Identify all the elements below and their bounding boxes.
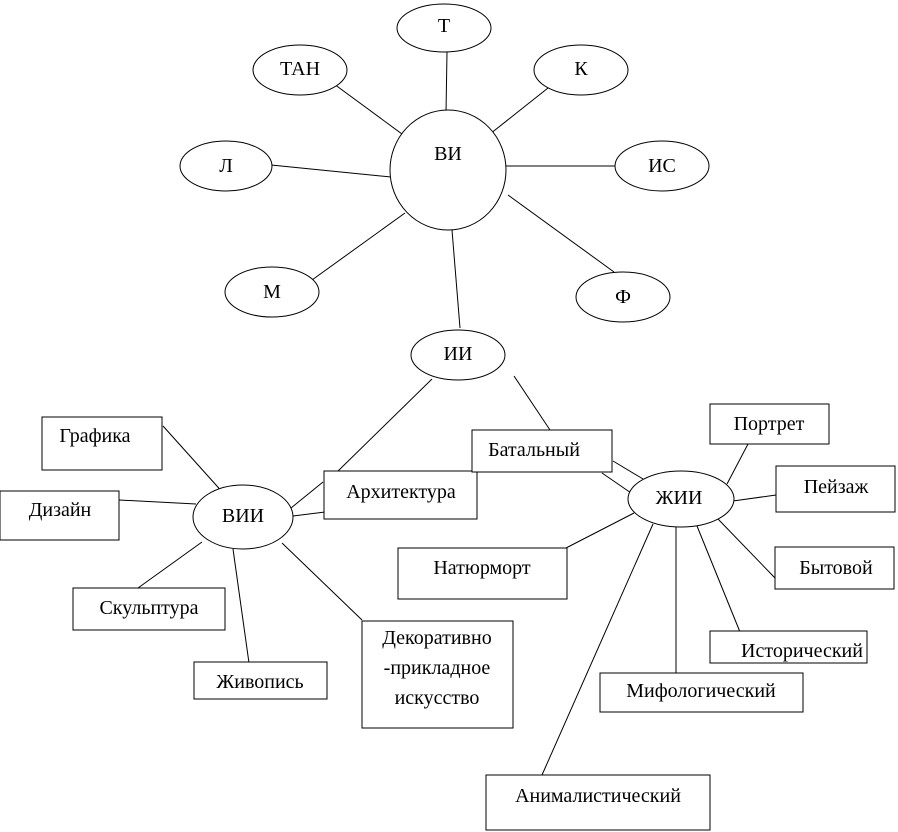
node-ii-label: ИИ [444, 343, 473, 365]
box-peizazh-label: Пейзаж [804, 476, 869, 498]
node-tan [252, 44, 348, 96]
box-dekor [361, 620, 514, 729]
node-vii-label: ВИИ [222, 505, 264, 527]
edge-ii-arkh [336, 378, 433, 473]
box-batalny-label: Батальный [488, 439, 580, 461]
edge-vii-arkh-1 [290, 481, 324, 509]
box-mifologicheskiy [599, 672, 804, 713]
node-k-label: К [574, 58, 588, 80]
node-tan-label: ТАН [280, 58, 320, 80]
box-grafika [41, 416, 163, 471]
box-natyurmort-label: Натюрморт [433, 557, 531, 579]
box-dekor-label-line1: Декоративно [382, 627, 491, 649]
edge-zhii-animalisticheskiy [541, 523, 654, 776]
edge-vi-t [445, 51, 448, 114]
edge-zhii-peizazh [732, 494, 777, 502]
edge-vii-dekor [281, 542, 363, 621]
edge-zhii-bytovoi [717, 518, 776, 579]
edge-vi-l [270, 164, 392, 178]
node-l [179, 140, 273, 192]
node-f-label: Ф [615, 286, 631, 308]
box-portret [709, 403, 830, 445]
node-is-label: ИС [648, 155, 676, 177]
edge-zhii-natyurmort [565, 512, 635, 549]
node-l-label: Л [219, 155, 233, 177]
edge-zhii-batal-2 [601, 472, 635, 496]
box-batalny [471, 429, 613, 473]
node-vii [192, 484, 294, 550]
box-istoricheskiy [709, 630, 868, 664]
box-animalisticheskiy-label: Анималистический [515, 785, 681, 807]
node-t-label: Т [438, 15, 450, 37]
box-peizazh [775, 465, 896, 513]
box-nodes: Графика Дизайн Скульптура Живопись Архит… [0, 403, 896, 831]
edge-vi-ii [451, 229, 461, 329]
node-f [575, 271, 671, 323]
edge-vi-f [507, 194, 615, 273]
node-m [224, 266, 320, 318]
edge-vi-m [311, 212, 406, 281]
box-dizain [0, 490, 120, 541]
box-bytovoi [774, 546, 895, 590]
box-skulptura [72, 587, 226, 631]
box-arkhitektura-label: Архитектура [346, 481, 456, 503]
node-k [533, 44, 629, 96]
box-bytovoi-label: Бытовой [799, 557, 873, 579]
edge-vi-k [489, 87, 549, 135]
box-arkhitektura [323, 470, 478, 520]
node-zhii-label: ЖИИ [656, 487, 703, 509]
edge-vii-zhivopis [232, 548, 250, 664]
box-portret-label: Портрет [734, 413, 805, 435]
box-istoricheskiy-label: Исторический [741, 640, 863, 662]
edge-ii-batal [513, 375, 551, 431]
box-dekor-label-line3: искусство [395, 687, 480, 709]
edge-zhii-portret [726, 443, 749, 485]
edge-vi-tan [333, 83, 403, 135]
box-mifologicheskiy-label: Мифологический [626, 680, 776, 702]
box-grafika-label: Графика [59, 425, 130, 447]
edge-zhii-batal-1 [612, 460, 644, 480]
node-ii [410, 329, 506, 381]
node-t [396, 3, 492, 53]
box-dekor-label-line2: -прикладное [384, 657, 491, 679]
edge-vii-skulptura [137, 541, 203, 589]
node-m-label: М [263, 281, 281, 303]
edges [118, 51, 777, 776]
node-vi-label: ВИ [434, 143, 462, 165]
edge-vii-dizain [118, 499, 197, 505]
edge-vii-grafika [162, 425, 226, 496]
box-skulptura-label: Скульптура [99, 597, 198, 619]
node-zhii [627, 470, 735, 528]
edge-zhii-istoricheskiy [696, 525, 741, 633]
ellipse-nodes: ВИ Т ТАН К Л ИС М Ф ИИ ВИИ ЖИИ [179, 3, 735, 550]
box-animalisticheskiy [485, 774, 711, 831]
edge-vii-arkh-2 [292, 511, 326, 517]
box-zhivopis [193, 661, 328, 700]
box-dizain-label: Дизайн [29, 499, 92, 521]
box-natyurmort [397, 547, 568, 600]
node-vi [389, 109, 507, 231]
box-zhivopis-label: Живопись [216, 671, 303, 693]
node-is [614, 140, 710, 192]
